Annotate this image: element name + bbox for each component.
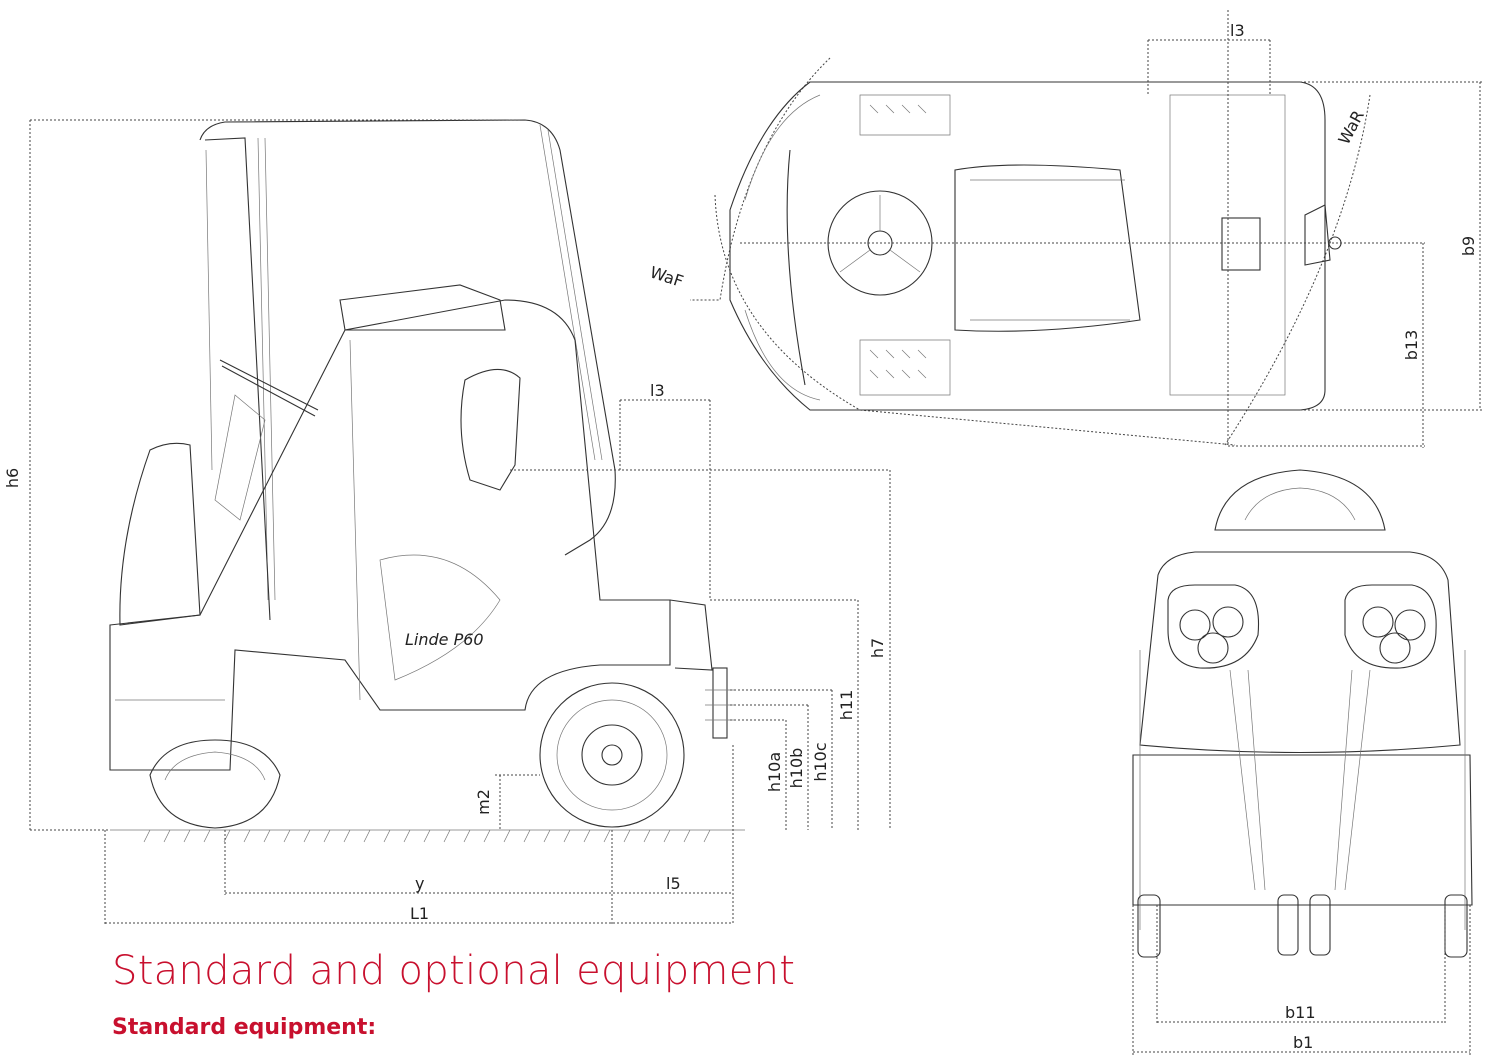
dim-h10a: h10a: [765, 752, 784, 792]
dim-l3: l3: [650, 381, 665, 400]
rear-view: b11 b1: [1132, 469, 1473, 1055]
towing-coupling: [705, 667, 735, 739]
rear-lamp-left: [1167, 584, 1260, 669]
dim-b11: b11: [1285, 1003, 1316, 1022]
dim-h6: h6: [3, 468, 22, 488]
dim-b1: b1: [1293, 1033, 1313, 1052]
dim-h10c: h10c: [811, 742, 830, 781]
dim-L1: L1: [410, 904, 429, 923]
rear-lamp-right: [1344, 584, 1437, 669]
dim-WaR: WaR: [1334, 107, 1368, 147]
dim-top-l3: l3: [1230, 21, 1245, 40]
top-body: [729, 81, 1326, 411]
dim-h10b: h10b: [787, 748, 806, 789]
rear-wheel: [539, 682, 685, 828]
logo-text: Linde P60: [405, 630, 484, 649]
section-heading: Standard and optional equipment: [112, 948, 796, 994]
ground-hatch: [110, 829, 745, 843]
dim-y: y: [415, 874, 424, 893]
steering-wheel: [219, 359, 319, 417]
dim-m2: m2: [474, 789, 493, 815]
front-panel: [119, 442, 201, 626]
rear-housing: [1139, 551, 1461, 754]
top-view: l3 WaR WaF b9 b13: [648, 10, 1482, 448]
dim-WaF: WaF: [648, 263, 686, 292]
seat: [460, 368, 521, 491]
section-subheading: Standard equipment:: [112, 1015, 377, 1040]
front-wheel: [149, 739, 281, 829]
dim-b13: b13: [1402, 330, 1421, 361]
dim-h7: h7: [868, 638, 887, 658]
dim-b9: b9: [1459, 236, 1478, 256]
overhead-guard: [199, 119, 616, 556]
dim-l5: l5: [666, 874, 681, 893]
chassis-body: [109, 299, 671, 771]
side-view: Linde P60 h6 l3 h7: [3, 119, 891, 925]
dim-h11: h11: [837, 690, 856, 721]
rear-chassis: [1132, 754, 1473, 906]
